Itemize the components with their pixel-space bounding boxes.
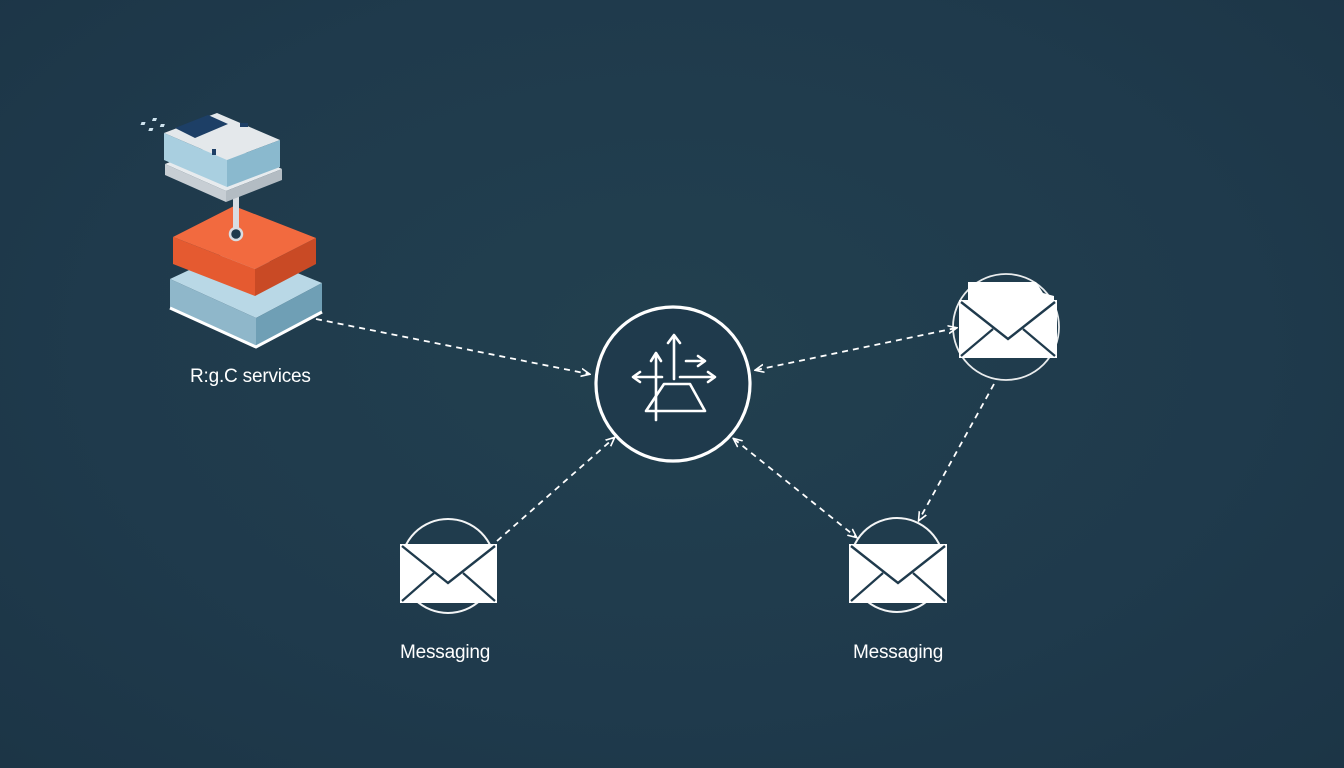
server-stack-icon bbox=[140, 113, 323, 349]
edge-rpc-to-router bbox=[315, 318, 589, 374]
routing-arrows-icon bbox=[631, 333, 717, 422]
edges bbox=[315, 318, 995, 542]
edge-mailbox-to-messaging-right bbox=[919, 383, 995, 520]
edge-router-mailbox bbox=[756, 328, 956, 370]
edge-messaging-left-to-router bbox=[496, 438, 614, 542]
messaging-left-node bbox=[400, 518, 497, 614]
messaging-right-node bbox=[849, 517, 947, 613]
messaging-left-label: Messaging bbox=[400, 642, 491, 663]
router-node bbox=[594, 305, 752, 463]
edge-router-messaging-right bbox=[734, 439, 856, 537]
messaging-right-label: Messaging bbox=[853, 642, 944, 663]
envelope-icon bbox=[849, 544, 947, 603]
rpc-services-label: R:g.C services bbox=[190, 366, 311, 387]
envelope-folder-icon bbox=[959, 282, 1057, 358]
envelope-icon bbox=[400, 544, 497, 603]
mailbox-top-right-node bbox=[952, 273, 1060, 381]
